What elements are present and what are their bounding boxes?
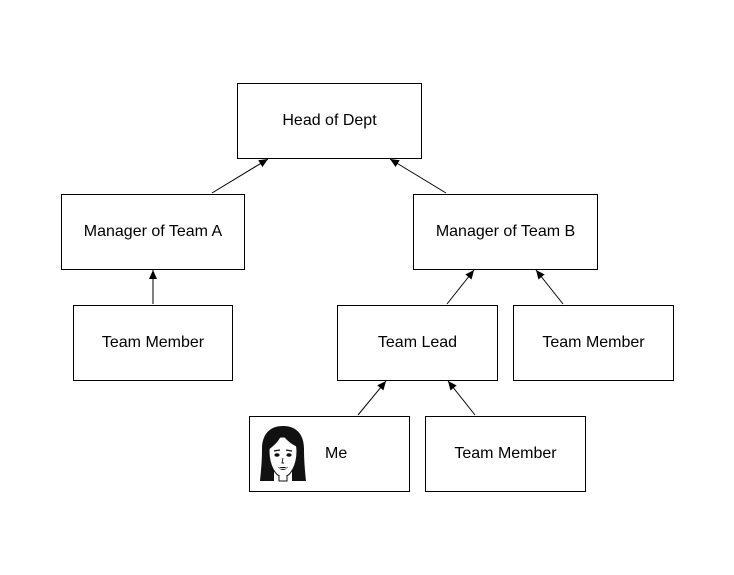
node-label: Head of Dept bbox=[282, 112, 377, 129]
woman-avatar-icon bbox=[260, 426, 306, 482]
edge-team-member-b-to-manager-b bbox=[535, 269, 564, 305]
node-label: Me bbox=[325, 445, 348, 462]
edge-team-member-to-team-lead bbox=[447, 380, 476, 416]
node-manager-team-a[interactable]: Manager of Team A bbox=[61, 194, 245, 270]
node-manager-team-b[interactable]: Manager of Team B bbox=[413, 194, 598, 270]
node-label: Manager of Team B bbox=[435, 223, 576, 240]
edge-manager-b-to-head bbox=[389, 158, 447, 194]
edge-team-lead-to-manager-b bbox=[446, 269, 475, 305]
node-head-of-dept[interactable]: Head of Dept bbox=[237, 83, 422, 159]
edge-me-to-team-lead bbox=[357, 380, 387, 416]
node-label: Team Lead bbox=[377, 334, 458, 351]
node-team-member-a[interactable]: Team Member bbox=[73, 305, 233, 381]
node-me[interactable]: Me bbox=[249, 416, 410, 492]
node-team-lead[interactable]: Team Lead bbox=[337, 305, 498, 381]
node-label: Team Member bbox=[101, 334, 205, 351]
node-team-member-under-lead[interactable]: Team Member bbox=[425, 416, 586, 492]
node-team-member-b[interactable]: Team Member bbox=[513, 305, 674, 381]
node-label: Team Member bbox=[454, 445, 557, 462]
node-label: Manager of Team A bbox=[83, 223, 223, 240]
node-label: Team Member bbox=[542, 334, 645, 351]
edge-manager-a-to-head bbox=[211, 158, 269, 194]
